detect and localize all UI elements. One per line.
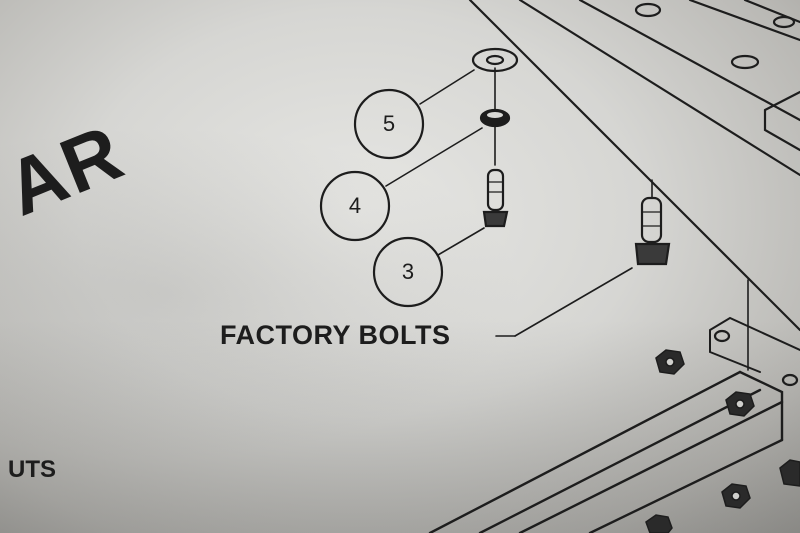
callout-circle-5 bbox=[353, 88, 425, 160]
nut-part bbox=[645, 514, 673, 533]
rail-line bbox=[518, 400, 784, 533]
nut-part bbox=[779, 459, 800, 487]
rail-line bbox=[478, 388, 762, 533]
callout-circle-3 bbox=[372, 236, 444, 308]
rail-line bbox=[428, 370, 742, 533]
plate-outline bbox=[709, 316, 800, 373]
leader-line bbox=[437, 227, 485, 256]
callout-number-3: 3 bbox=[401, 259, 415, 284]
frame-hole bbox=[730, 54, 760, 70]
frame-hole bbox=[772, 15, 796, 29]
washer-hole bbox=[485, 54, 505, 66]
factory-bolts-label: FACTORY BOLTS bbox=[220, 320, 451, 350]
rail-end bbox=[738, 370, 784, 442]
leader-line bbox=[514, 267, 633, 337]
callout-number-5: 5 bbox=[382, 111, 396, 136]
callout-number-4: 4 bbox=[348, 193, 362, 218]
frame-line bbox=[688, 0, 800, 42]
leader-line bbox=[419, 69, 475, 105]
frame-line bbox=[518, 0, 800, 177]
plate-hole bbox=[781, 373, 799, 387]
bracket-outline bbox=[763, 90, 800, 152]
washer-part bbox=[471, 47, 519, 73]
frame-line bbox=[578, 0, 800, 122]
partial-bottom-text: UTS bbox=[8, 456, 56, 483]
frame-line bbox=[468, 0, 800, 332]
factory-bolt-part bbox=[634, 196, 671, 266]
callout-circle-4 bbox=[319, 170, 391, 242]
leader-line bbox=[385, 127, 483, 187]
bolt-part bbox=[482, 168, 509, 228]
frame-hole bbox=[634, 2, 662, 18]
rail-line bbox=[588, 438, 784, 533]
plate-hole bbox=[713, 329, 731, 343]
